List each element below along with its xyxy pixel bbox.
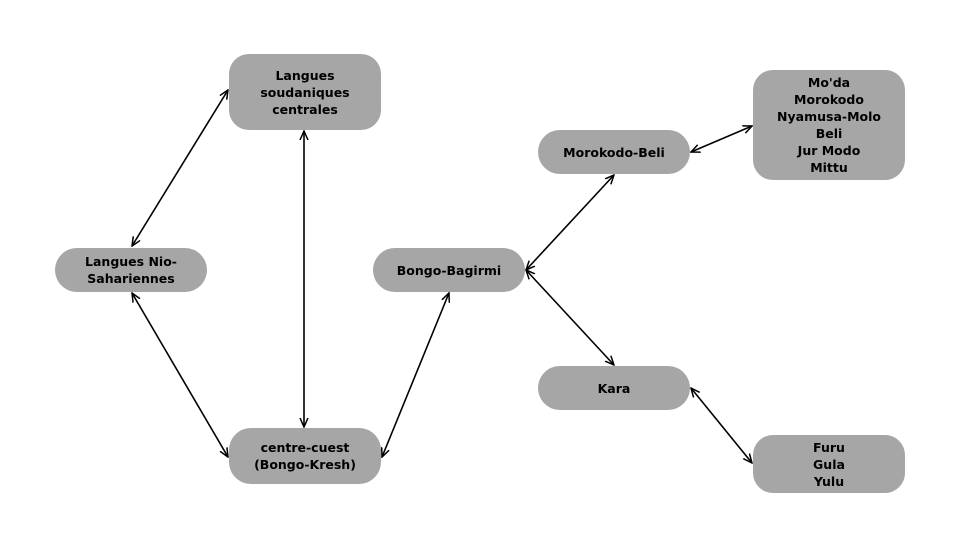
language-item: Mittu (810, 160, 848, 175)
node-label-line: Langues Nio- (85, 254, 177, 269)
language-item: Beli (815, 126, 843, 141)
node-label-line: Morokodo-Beli (563, 144, 665, 160)
node-bongo-bagirmi: Bongo-Bagirmi (373, 248, 525, 292)
arrow-bongo-morokodo (526, 175, 614, 270)
node-label-line: centrales (272, 101, 338, 117)
node-label-line: Bongo-Bagirmi (396, 262, 502, 278)
arrow-centre-bongo (382, 293, 449, 457)
node-langues-nio-sahariennes: Langues Nio- Sahariennes (55, 248, 207, 292)
arrow-soudaniques-nio (132, 90, 228, 246)
node-kara-languages: Furu Gula Yulu (753, 435, 905, 493)
language-item: Gula (813, 456, 845, 472)
language-item: Nyamusa-Molo (777, 109, 881, 124)
node-label-line: soudaniques (260, 84, 350, 100)
node-label-line: (Bongo-Kresh) (254, 457, 356, 472)
node-kara: Kara (538, 366, 690, 410)
language-item: Morokodo (794, 92, 864, 107)
language-item: Mo'da (807, 75, 851, 90)
node-label-line: centre-cuest (260, 440, 350, 455)
arrow-morokodo-languages (691, 126, 752, 152)
node-centre-cuest: centre-cuest (Bongo-Kresh) (229, 428, 381, 484)
node-label-line: Kara (597, 380, 631, 396)
language-item: Furu (813, 439, 845, 455)
node-morokodo-beli: Morokodo-Beli (538, 130, 690, 174)
node-label-line: Sahariennes (87, 271, 175, 286)
language-item: Jur Modo (797, 143, 861, 158)
language-item: Yulu (813, 473, 845, 489)
node-langues-soudaniques-centrales: Langues soudaniques centrales (229, 54, 381, 130)
arrow-bongo-kara (526, 270, 614, 365)
arrow-nio-centre (132, 293, 228, 457)
node-label-line: Langues (275, 67, 335, 83)
node-morokodo-beli-languages: Mo'da Morokodo Nyamusa-Molo Beli Jur Mod… (753, 70, 905, 180)
arrow-kara-languages (691, 388, 752, 463)
